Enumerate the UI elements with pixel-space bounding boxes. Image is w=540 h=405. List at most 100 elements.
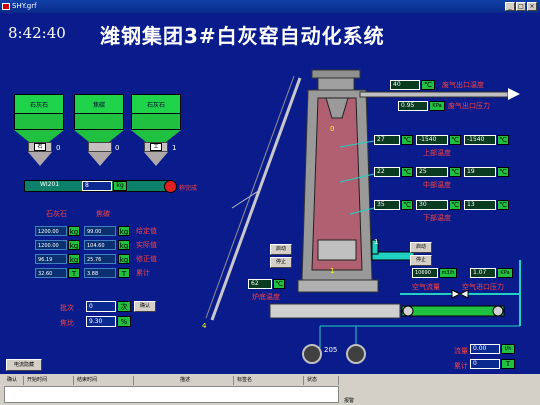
unit: ℃ [401, 200, 413, 210]
middle-temp-2: 25 [416, 167, 448, 177]
unit: ℃ [497, 167, 509, 177]
app-icon [2, 3, 10, 10]
bin-icon: 工 [150, 143, 162, 151]
fan-label: 205 [324, 346, 338, 354]
upper-temp-label: 上部温度 [423, 149, 451, 157]
coke-ratio-label: 焦比 [60, 319, 74, 327]
unit: kg [68, 226, 80, 236]
unit: kg [118, 254, 130, 264]
hopper-limestone-2[interactable]: 石灰石 [131, 94, 181, 150]
limestone-actual: 1200.00 [35, 240, 67, 250]
air-flow-value: 10690 [412, 268, 438, 278]
output-total-value: 0 [470, 359, 500, 369]
col-tag-name[interactable]: 标签名 [234, 376, 304, 385]
coke-actual: 104.60 [84, 240, 116, 250]
air-stop-button[interactable]: 停止 [410, 255, 432, 266]
hopper-label: 焦碳 [74, 94, 124, 114]
limestone-correction: 96.19 [35, 254, 67, 264]
exhaust-pressure-label: 废气出口压力 [448, 102, 490, 110]
kiln-mid-number: 1 [330, 267, 335, 275]
coke-total: 3.88 [84, 268, 116, 278]
kiln-base [297, 279, 379, 293]
bin-icon: 石 [34, 143, 46, 151]
kiln-stop-button[interactable]: 停止 [270, 257, 292, 268]
weigh-bin-1: 石 [28, 142, 52, 168]
air-flow-unit: m3/h [439, 268, 457, 278]
kiln-hopper-top [317, 77, 355, 91]
exhaust-temp-unit: ℃ [421, 80, 435, 90]
upper-temp-3: -1540 [464, 135, 496, 145]
close-button[interactable]: × [527, 2, 537, 11]
row-label-setpoint: 给定值 [136, 227, 157, 235]
discharge-conveyor [269, 303, 401, 319]
bin-count: 0 [56, 144, 61, 152]
lower-temp-label: 下部温度 [423, 214, 451, 222]
row-label-total: 累计 [136, 269, 150, 277]
unit: ℃ [401, 135, 413, 145]
current-hide-button[interactable]: 电流隐藏 [6, 359, 42, 371]
kiln-feed-cone [325, 97, 349, 119]
col-confirm[interactable]: 确认 [4, 376, 24, 385]
exhaust-temp-value: 40 [390, 80, 420, 90]
minimize-button[interactable]: _ [505, 2, 515, 11]
coke-setpoint: 99.00 [84, 226, 116, 236]
skip-rail [210, 77, 302, 321]
col-start-time[interactable]: 开始时间 [24, 376, 74, 385]
weigh-status: 称完成 [179, 185, 198, 192]
middle-temp-3: 19 [464, 167, 496, 177]
bottom-temp-value: 62 [248, 279, 272, 289]
exhaust-arrow [508, 88, 520, 100]
col-end-time[interactable]: 结束时间 [74, 376, 134, 385]
col-status[interactable]: 状态 [304, 376, 339, 385]
confirm-button[interactable]: 确认 [134, 301, 156, 312]
unit: ℃ [401, 167, 413, 177]
kiln-top-cap [311, 69, 361, 79]
output-flow-unit: t/h [501, 344, 515, 354]
material-header-limestone: 石灰石 [46, 210, 67, 218]
unit: kg [68, 254, 80, 264]
coke-ratio-unit: % [117, 316, 131, 327]
bin-count: 0 [115, 144, 120, 152]
output-total-unit: T [501, 359, 515, 369]
window-title: SHY.grf [12, 2, 37, 10]
unit: kg [68, 240, 80, 250]
exhaust-temp-label: 废气出口温度 [442, 81, 484, 89]
weigh-status-lamp [164, 180, 177, 193]
batch-unit: 次 [117, 301, 131, 312]
air-duct-number: 1 [374, 238, 379, 246]
clock: 8:42:40 [8, 24, 66, 42]
hopper-coke[interactable]: 焦碳 [74, 94, 124, 150]
lower-temp-3: 13 [464, 200, 496, 210]
bin-count: 1 [172, 144, 177, 152]
row-label-correction: 修正值 [136, 255, 157, 263]
alarm-table-body[interactable] [4, 386, 339, 403]
unit: kg [118, 226, 130, 236]
unit: ℃ [497, 135, 509, 145]
unit: ℃ [449, 200, 461, 210]
upper-temp-1: 27 [374, 135, 400, 145]
alarm-table-header: 确认 开始时间 结束时间 描述 标签名 状态 [4, 376, 339, 385]
unit: T [68, 268, 80, 278]
limestone-total: 32.60 [35, 268, 67, 278]
weigh-bin-3: 工 [144, 142, 168, 168]
maximize-button[interactable]: □ [516, 2, 526, 11]
kiln-top-number: 0 [330, 125, 335, 133]
alarm-label[interactable]: 报警 [344, 398, 355, 404]
unit: T [118, 268, 130, 278]
exhaust-pipe [359, 91, 509, 98]
material-header-coke: 焦碳 [96, 210, 110, 218]
output-flow-label: 流量 [454, 347, 468, 355]
unit: ℃ [273, 279, 285, 289]
page-title: 潍钢集团3#白灰窑自动化系统 [100, 24, 385, 48]
valve-right [458, 289, 469, 299]
limestone-setpoint: 1200.00 [35, 226, 67, 236]
air-start-button[interactable]: 启动 [410, 242, 432, 253]
unit: ℃ [449, 167, 461, 177]
rail-number: 4 [202, 322, 207, 330]
air-flow-label: 空气流量 [412, 283, 440, 291]
col-description[interactable]: 描述 [134, 376, 234, 385]
feed-chute [231, 189, 261, 209]
middle-temp-1: 22 [374, 167, 400, 177]
kiln-start-button[interactable]: 启动 [270, 244, 292, 255]
